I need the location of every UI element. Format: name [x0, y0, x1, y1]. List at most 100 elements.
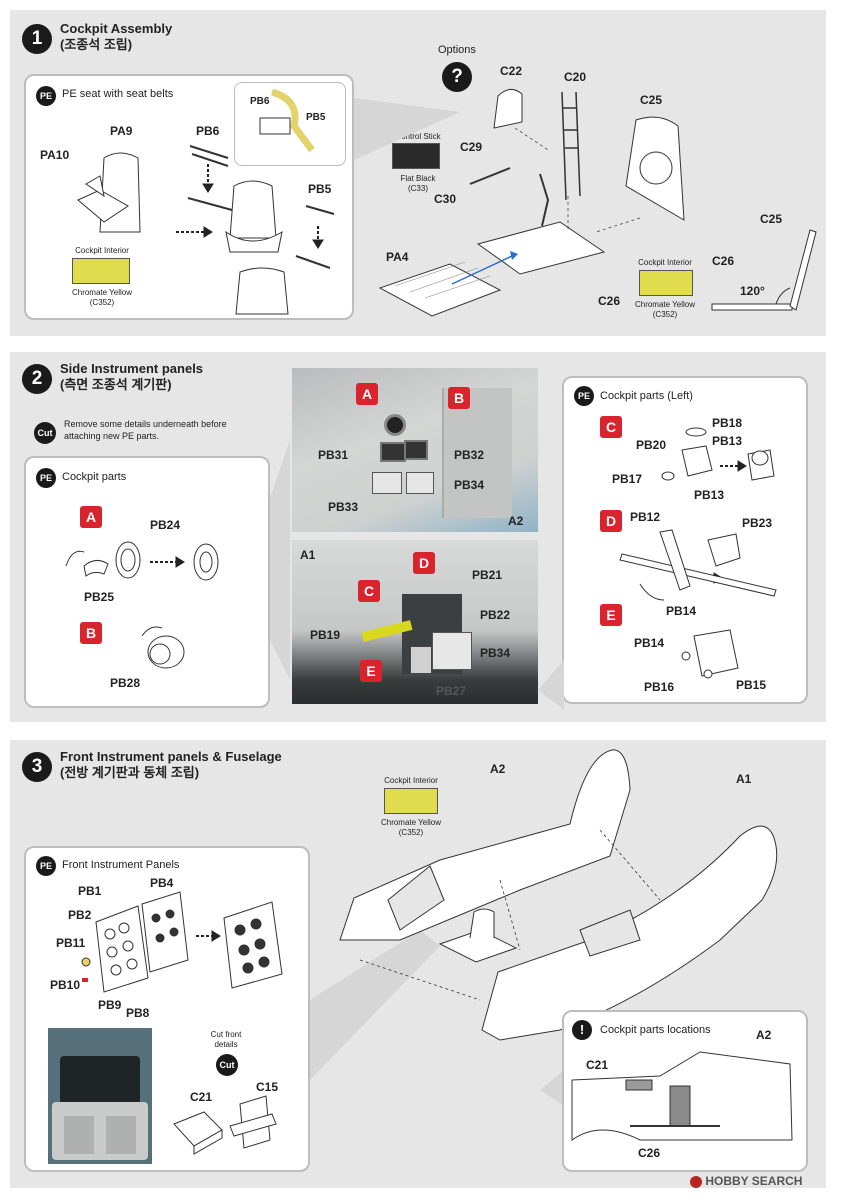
step2-right-pb17: PB17 [612, 472, 643, 486]
step3-label-pb4: PB4 [150, 876, 174, 890]
step3-title: Front Instrument panels & Fuselage [60, 749, 282, 764]
step3-number: 3 [22, 752, 52, 782]
step3-label-pb8: PB8 [126, 1006, 150, 1020]
step2-tag-b: B [80, 622, 102, 644]
step3-interior-name: Chromate Yellow [380, 818, 442, 827]
step1-interior-left-code: (C352) [89, 298, 115, 307]
step3-locations-badge: ! [572, 1020, 592, 1040]
step1-control-stick-title: Control Stick [395, 132, 441, 141]
step2-cockpit-parts-panel [24, 456, 270, 708]
pa4-blue-arrow [451, 255, 513, 285]
step1-interior-right-swatch [639, 270, 693, 296]
step1-interior-right-title: Cockpit Interior [638, 258, 692, 267]
step1-interior-right-name: Chromate Yellow [634, 300, 696, 309]
step1-label-pb5: PB5 [308, 182, 332, 196]
step2-right-pe-badge: PE [574, 386, 594, 406]
step1-pe-badge: PE [36, 86, 56, 106]
step1-number: 1 [22, 24, 52, 54]
step2-right-pb13b: PB13 [694, 488, 725, 502]
step2-photo-tag-b: B [448, 387, 470, 409]
seat-pa9-drawing [77, 152, 141, 233]
step1-inset-pb6: PB6 [250, 96, 270, 107]
step3-fuselage-a1: A1 [736, 772, 752, 786]
belts-drawing [187, 145, 335, 269]
step1-interior-left-name: Chromate Yellow [71, 288, 133, 297]
angle-diagram-drawing [711, 229, 817, 311]
step2-right-pb23: PB23 [742, 516, 773, 530]
step2-right-pb14b: PB14 [634, 636, 665, 650]
step3-subtitle: (전방 계기판과 동체 조립) [60, 765, 200, 780]
step3-panel-photo [48, 1028, 152, 1164]
step1-arrows [176, 164, 324, 249]
step2-photo-pb32: PB32 [454, 448, 485, 462]
step2-photo-pb27: PB27 [436, 684, 467, 698]
seat-assembled-drawing [225, 180, 283, 253]
step1-label-c25: C25 [640, 93, 663, 107]
step3-locations-title: Cockpit parts locations [600, 1024, 711, 1036]
step3-loc-c26: C26 [638, 1146, 661, 1160]
step2-right-tag-e: E [600, 604, 622, 626]
watermark-icon [690, 1175, 702, 1188]
step1-drawings [77, 88, 817, 317]
step3-label-pb2: PB2 [68, 908, 92, 922]
part-pa4-drawing [378, 261, 502, 317]
step2-right-pb12: PB12 [630, 510, 661, 524]
step2-right-pb18: PB18 [712, 416, 743, 430]
step3-loc-c15: C15 [594, 1096, 617, 1110]
step3-loc-c25: C25 [742, 1104, 765, 1118]
step3-pe-panel-title: Front Instrument Panels [62, 859, 180, 871]
step2-number: 2 [22, 364, 52, 394]
step1-label-c26: C26 [598, 294, 621, 308]
step1-interior-left-title: Cockpit Interior [75, 246, 129, 255]
step3-cut-c15: C15 [256, 1080, 279, 1094]
step2-photo-a2 [292, 368, 538, 532]
step1-label-c30: C30 [434, 192, 457, 206]
step2-photo-pb33: PB33 [328, 500, 359, 514]
step1-label-pb6: PB6 [196, 124, 220, 138]
step2-right-tag-d: D [600, 510, 622, 532]
step2-photo-tag-a: A [356, 383, 378, 405]
step2-right-tag-c: C [600, 416, 622, 438]
step2-photo-pb31: PB31 [318, 448, 349, 462]
step2-right-pb20: PB20 [636, 438, 667, 452]
part-c25-drawing [625, 116, 685, 221]
step1-label-c25b: C25 [760, 212, 783, 226]
watermark: HOBBY SEARCH [690, 1174, 802, 1188]
step1-options-label: Options [438, 44, 476, 56]
seat-bottom-drawing [235, 267, 289, 315]
step2-photo-pb22: PB22 [480, 608, 511, 622]
step3-interior-swatch [384, 788, 438, 814]
step2-photo-pb19: PB19 [310, 628, 341, 642]
step1-pe-panel-title: PE seat with seat belts [62, 88, 174, 100]
step1-callout-triangle [354, 98, 460, 160]
step2-photo-tag-e: E [360, 660, 382, 682]
step2-right-pb13: PB13 [712, 434, 743, 448]
step3-cut-badge: Cut [216, 1054, 238, 1076]
step1-label-c20: C20 [564, 70, 587, 84]
step3-label-pb10: PB10 [50, 978, 81, 992]
part-c20-drawing [561, 91, 581, 201]
step3-label-pb1: PB1 [78, 884, 102, 898]
part-c29-c30-drawing [469, 167, 550, 227]
step1-options-icon: ? [442, 62, 472, 92]
step3-cut-c21: C21 [190, 1090, 213, 1104]
step2-photo-tag-c: C [358, 580, 380, 602]
part-c26-floor-drawing [476, 221, 606, 275]
step1-label-c26b: C26 [712, 254, 735, 268]
step3-cut-note: Cut front details [210, 1030, 242, 1049]
step1-label-pa9: PA9 [110, 124, 133, 138]
step1-control-stick-name: Flat Black [400, 174, 436, 183]
step3-label-pb9: PB9 [98, 998, 122, 1012]
step1-label-angle: 120° [740, 284, 765, 298]
step2-right-pb14: PB14 [666, 604, 697, 618]
step3-interior-code: (C352) [398, 828, 424, 837]
step2-photo-a2-label: A2 [508, 514, 524, 528]
watermark-text: HOBBY SEARCH [705, 1174, 803, 1188]
step2-left-pe-badge: PE [36, 468, 56, 488]
step2-photo-pb34: PB34 [480, 646, 511, 660]
step2-subtitle: (측면 조종석 계기판) [60, 377, 172, 392]
step3-label-pb11: PB11 [56, 936, 86, 950]
step1-interior-right-code: (C352) [652, 310, 678, 319]
step2-title: Side Instrument panels [60, 361, 204, 376]
step1-label-pa4: PA4 [386, 250, 409, 264]
